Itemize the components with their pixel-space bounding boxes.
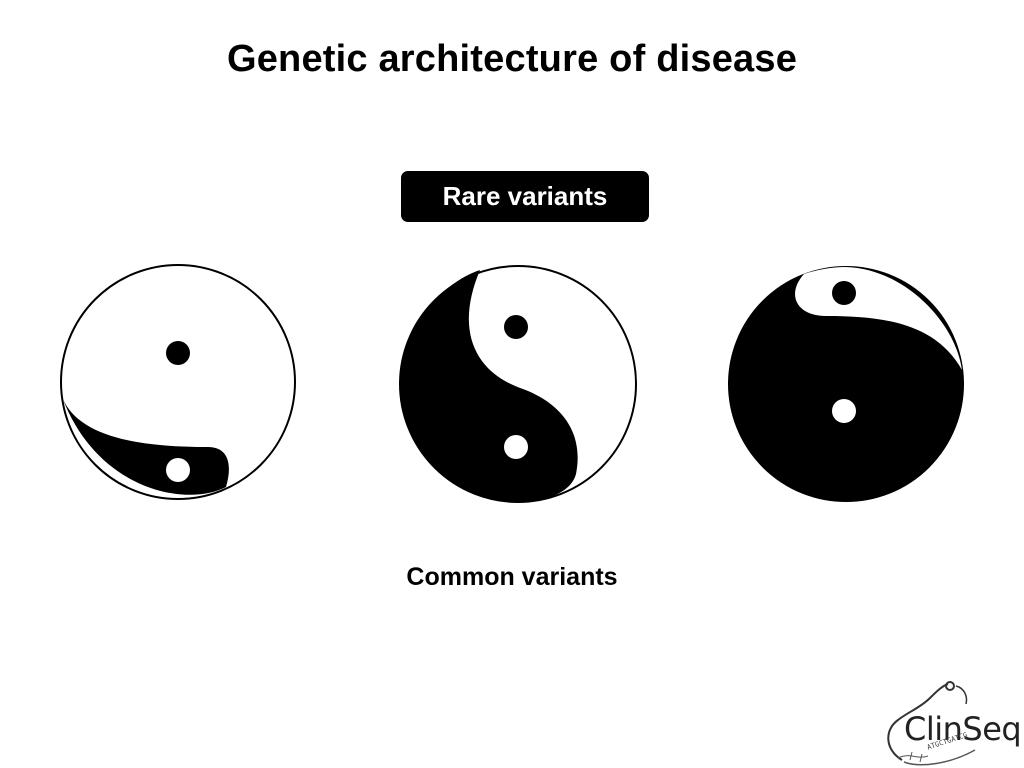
slide-title: Genetic architecture of disease bbox=[226, 38, 798, 80]
rare-variants-text: Rare variants bbox=[442, 181, 608, 211]
yy3-light-dot bbox=[832, 399, 856, 423]
yy1-dark-dot bbox=[166, 341, 190, 365]
rare-variants-label: Rare variants bbox=[401, 171, 649, 222]
common-variants-label: Common variants bbox=[406, 563, 618, 591]
clinseq-logo: ClinSeq ATGCTGATCG bbox=[880, 680, 1022, 766]
yy2-dark-region bbox=[400, 270, 578, 502]
yy2-dark-dot bbox=[504, 315, 528, 339]
clinseq-brand-text: ClinSeq bbox=[904, 710, 1022, 748]
yy3-dark-dot bbox=[832, 281, 856, 305]
stethoscope-dna-icon bbox=[887, 681, 976, 766]
yin-yang-balanced bbox=[399, 265, 637, 503]
yy2-light-dot bbox=[504, 435, 528, 459]
yin-yang-mostly-common bbox=[60, 264, 296, 500]
yy1-light-dot bbox=[166, 458, 190, 482]
yin-yang-mostly-rare bbox=[728, 266, 964, 502]
